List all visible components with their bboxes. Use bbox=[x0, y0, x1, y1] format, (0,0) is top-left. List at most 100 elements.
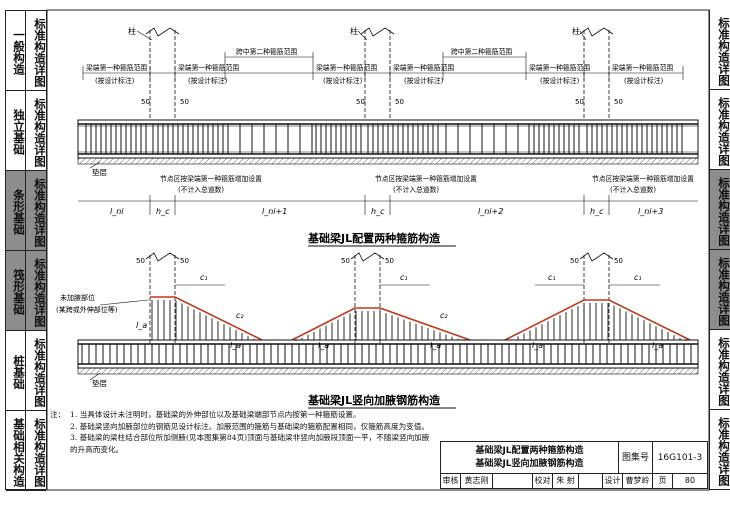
design-note: (按设计标注) bbox=[540, 76, 580, 85]
designer: 曹梦岭 bbox=[623, 474, 653, 488]
end-zone-label: 梁端第一种箍筋范围 bbox=[86, 63, 147, 72]
left-tab-category[interactable]: 筏形基础 bbox=[6, 251, 26, 331]
end-zone-label: 梁端第一种箍筋范围 bbox=[612, 63, 673, 72]
diagram-vertical-haunch: 50 50 50 50 50 50 c₁ c₂ l_a l_a bbox=[56, 252, 699, 409]
review-label: 审核 bbox=[441, 474, 461, 488]
design-note: (按设计标注) bbox=[404, 76, 444, 85]
dim-c1: c₁ bbox=[548, 273, 556, 282]
left-category-tabs: 一般构造标准构造详图独立基础标准构造详图条形基础标准构造详图筏形基础标准构造详图… bbox=[5, 10, 47, 491]
end-zone-label: 梁端第一种箍筋范围 bbox=[316, 63, 377, 72]
dim-la: l_a bbox=[318, 341, 329, 350]
span-ln-i1: l_ni+1 bbox=[262, 207, 287, 216]
right-tab[interactable]: 标准构造详图 bbox=[710, 90, 730, 170]
dim-50: 50 bbox=[180, 98, 189, 106]
cushion-label: 垫层 bbox=[92, 378, 107, 388]
dim-la: l_a bbox=[230, 341, 241, 350]
page-number: 80 bbox=[684, 476, 696, 485]
diagram-title: 基础梁JL竖向加腋钢筋构造 bbox=[307, 393, 441, 407]
checker-signature bbox=[579, 474, 603, 488]
dim-c2: c₂ bbox=[236, 311, 244, 320]
design-label: 设计 bbox=[603, 474, 623, 488]
design-note: (按设计标注) bbox=[95, 76, 135, 85]
dim-50: 50 bbox=[341, 257, 350, 265]
node-zone-note: (不计入总道数) bbox=[610, 185, 656, 194]
dim-50: 50 bbox=[575, 98, 584, 106]
left-tab-category[interactable]: 桩基础 bbox=[6, 331, 26, 411]
page-label: 页 bbox=[653, 474, 673, 488]
end-zone-label: 梁端第一种箍筋范围 bbox=[529, 63, 590, 72]
note-item: 3. 基础梁的梁柱结合部位所加侧腋(见本图集第84页)顶面与基础梁非竖向加腋段顶… bbox=[70, 433, 430, 454]
span-ln-i3: l_ni+3 bbox=[638, 207, 663, 216]
dim-c2: c₂ bbox=[440, 311, 448, 320]
span-ln-i: l_ni bbox=[110, 207, 124, 216]
design-note: (按设计标注) bbox=[624, 76, 664, 85]
right-tab[interactable]: 标准构造详图 bbox=[710, 170, 730, 250]
dim-50: 50 bbox=[614, 257, 623, 265]
no-haunch-label: 未加腋部位 bbox=[60, 293, 95, 302]
mid-zone-label: 跨中第二种箍筋范围 bbox=[451, 47, 512, 56]
left-tab-subtitle: 标准构造详图 bbox=[26, 251, 47, 331]
dim-50: 50 bbox=[395, 98, 404, 106]
reviewer-signature bbox=[493, 474, 533, 488]
dim-50: 50 bbox=[141, 98, 150, 106]
reviewer: 黄志刚 bbox=[461, 474, 493, 488]
title-line-1: 基础梁JL配置两种箍筋构造 bbox=[475, 446, 584, 456]
right-tab[interactable]: 标准构造详图 bbox=[710, 10, 730, 90]
note-item: 1. 当具体设计未注明时，基础梁的外伸部位以及基础梁端部节点内按第一种箍筋设置。 bbox=[70, 410, 361, 419]
left-tab-subtitle: 标准构造详图 bbox=[26, 331, 47, 411]
column-label: 柱 bbox=[350, 26, 358, 36]
node-zone-note: (不计入总道数) bbox=[178, 185, 224, 194]
left-tab-subtitle: 标准构造详图 bbox=[26, 411, 47, 491]
checker: 朱 射 bbox=[553, 474, 579, 488]
diagram-title: 基础梁JL配置两种箍筋构造 bbox=[307, 231, 441, 245]
notes: 注：1. 当具体设计未注明时，基础梁的外伸部位以及基础梁端部节点内按第一种箍筋设… bbox=[50, 409, 430, 455]
dim-50: 50 bbox=[614, 98, 623, 106]
dim-c1: c₁ bbox=[400, 273, 408, 282]
span-ln-i2: l_ni+2 bbox=[478, 207, 503, 216]
dim-la: l_a bbox=[430, 341, 441, 350]
note-item: 2. 基础梁竖向加腋部位的钢筋见设计标注。加腋范围的箍筋与基础梁的箍筋配置相同，… bbox=[70, 421, 429, 431]
span-hc: h_c bbox=[156, 207, 170, 216]
node-zone-label: 节点区按梁端第一种箍筋增加设置 bbox=[592, 174, 694, 183]
left-tab-subtitle: 标准构造详图 bbox=[26, 171, 47, 251]
left-tab-subtitle: 标准构造详图 bbox=[26, 91, 47, 171]
end-zone-label: 梁端第一种箍筋范围 bbox=[393, 63, 454, 72]
dim-50: 50 bbox=[356, 98, 365, 106]
title-line-2: 基础梁JL竖向加腋钢筋构造 bbox=[475, 459, 584, 469]
left-tab-category[interactable]: 独立基础 bbox=[6, 91, 26, 171]
column-label: 柱 bbox=[572, 26, 580, 36]
left-tab-category[interactable]: 条形基础 bbox=[6, 171, 26, 251]
dim-50: 50 bbox=[136, 257, 145, 265]
no-haunch-note: (某跨或外伸部位等) bbox=[56, 305, 118, 314]
design-note: (按设计标注) bbox=[323, 76, 363, 85]
end-zone-label: 梁端第一种箍筋范围 bbox=[178, 63, 239, 72]
right-tab[interactable]: 标准构造详图 bbox=[710, 330, 730, 410]
node-zone-label: 节点区按梁端第一种箍筋增加设置 bbox=[375, 174, 477, 183]
left-tab-subtitle: 标准构造详图 bbox=[26, 11, 47, 91]
dim-la: l_a bbox=[532, 341, 543, 350]
dim-50: 50 bbox=[570, 257, 579, 265]
dim-c1: c₁ bbox=[634, 273, 642, 282]
dim-la: l_a bbox=[136, 321, 147, 330]
atlas-no-label: 图集号 bbox=[619, 442, 653, 474]
right-category-tabs: 标准构造详图标准构造详图标准构造详图标准构造详图标准构造详图标准构造详图 bbox=[709, 10, 730, 490]
left-tab-category[interactable]: 基础相关构造 bbox=[6, 411, 26, 491]
node-zone-note: (不计入总道数) bbox=[393, 185, 439, 194]
span-hc: h_c bbox=[371, 207, 385, 216]
span-hc: h_c bbox=[590, 207, 604, 216]
column-label: 柱 bbox=[128, 26, 136, 36]
mid-zone-label: 跨中第二种箍筋范围 bbox=[236, 47, 297, 56]
dim-c1: c₁ bbox=[200, 273, 208, 282]
dim-50: 50 bbox=[385, 257, 394, 265]
node-zone-label: 节点区按梁端第一种箍筋增加设置 bbox=[160, 174, 262, 183]
title-block: 基础梁JL配置两种箍筋构造 基础梁JL竖向加腋钢筋构造 图集号 16G101-3… bbox=[440, 441, 708, 489]
right-tab[interactable]: 标准构造详图 bbox=[710, 410, 730, 490]
diagram-two-stirrups: 柱 柱 柱 bbox=[77, 26, 699, 247]
left-tab-category[interactable]: 一般构造 bbox=[6, 11, 26, 91]
dim-la: l_a bbox=[652, 341, 663, 350]
dim-50: 50 bbox=[180, 257, 189, 265]
right-tab[interactable]: 标准构造详图 bbox=[710, 250, 730, 330]
cushion-label: 垫层 bbox=[92, 167, 107, 177]
